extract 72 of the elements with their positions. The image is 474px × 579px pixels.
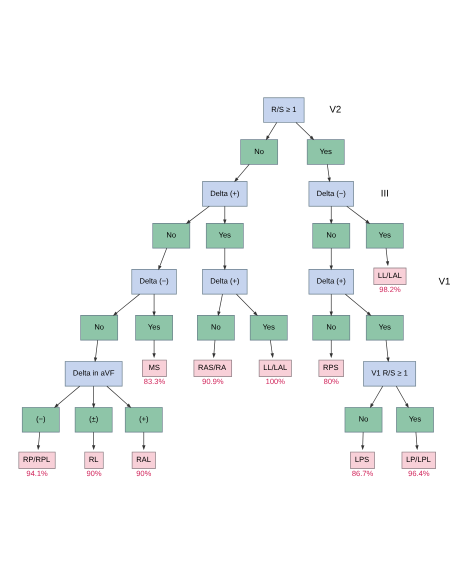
node-box: (−) xyxy=(22,406,60,432)
arrow xyxy=(92,385,96,408)
node-box: Delta (−) xyxy=(131,268,177,294)
node-label: 96.4% xyxy=(408,468,430,478)
arrow xyxy=(106,385,132,408)
node-box: (±) xyxy=(74,406,113,432)
arrow xyxy=(361,431,364,450)
node-box: V1 R/S ≥ 1 xyxy=(363,360,416,386)
arrow xyxy=(236,293,258,316)
node-box: Yes xyxy=(135,314,173,340)
node-box: No xyxy=(80,314,118,340)
node-label: 98.2% xyxy=(379,284,401,294)
arrow xyxy=(296,122,314,140)
node-box: No xyxy=(240,138,278,164)
arrow xyxy=(344,293,372,316)
arrow xyxy=(217,293,223,316)
node-box: Yes xyxy=(366,222,404,248)
arrow xyxy=(330,293,333,316)
arrow xyxy=(142,431,146,450)
node-box: Yes xyxy=(306,138,345,164)
node-box: Delta (+) xyxy=(202,180,248,206)
arrow xyxy=(330,339,333,358)
arrow xyxy=(158,247,168,270)
node-box: Delta (+) xyxy=(202,268,248,294)
node-label: 90% xyxy=(136,468,152,478)
node-box: (+) xyxy=(124,406,163,432)
arrow xyxy=(396,385,409,408)
node-box: Delta (+) xyxy=(308,268,354,294)
arrow xyxy=(152,293,156,316)
arrow xyxy=(346,205,370,224)
arrow xyxy=(223,247,226,270)
node-box: No xyxy=(312,314,350,340)
node-label: 80% xyxy=(324,376,339,386)
arrow xyxy=(266,122,278,140)
node-box: Yes xyxy=(206,222,244,248)
node-box: R/S ≥ 1 xyxy=(263,96,304,122)
arrow xyxy=(234,164,250,182)
arrow xyxy=(112,293,140,316)
node-box: No xyxy=(312,222,350,248)
node-box: No xyxy=(197,314,235,340)
arrow xyxy=(330,205,333,224)
arrow xyxy=(326,164,331,182)
node-label: 86.7% xyxy=(352,468,374,478)
node-box: Delta in aVF xyxy=(64,360,122,386)
arrow xyxy=(92,431,96,450)
arrow xyxy=(270,339,274,358)
node-label: 90.9% xyxy=(202,376,224,386)
arrow xyxy=(330,247,333,270)
arrow xyxy=(386,247,390,266)
arrow xyxy=(415,431,419,450)
arrow xyxy=(223,205,226,224)
arrow xyxy=(186,205,210,224)
arrow xyxy=(54,385,80,408)
arrow xyxy=(152,339,156,358)
label: V1 xyxy=(438,276,450,287)
node-box: No xyxy=(344,406,382,432)
node-box: Delta (−) xyxy=(308,180,354,206)
arrow xyxy=(36,431,40,450)
node-box: Yes xyxy=(250,314,288,340)
node-box: Yes xyxy=(366,314,404,340)
node-box: Yes xyxy=(396,406,434,432)
arrow xyxy=(386,339,390,362)
arrow xyxy=(94,339,98,362)
node-label: 94.1% xyxy=(26,468,48,478)
node-label: 100% xyxy=(266,376,285,386)
node-box: No xyxy=(152,222,190,248)
node-label: 83.3% xyxy=(144,376,166,386)
arrow xyxy=(212,339,216,358)
arrow xyxy=(370,385,384,408)
label: III xyxy=(380,188,389,199)
node-label: 90% xyxy=(86,468,102,478)
label: V2 xyxy=(329,104,342,116)
